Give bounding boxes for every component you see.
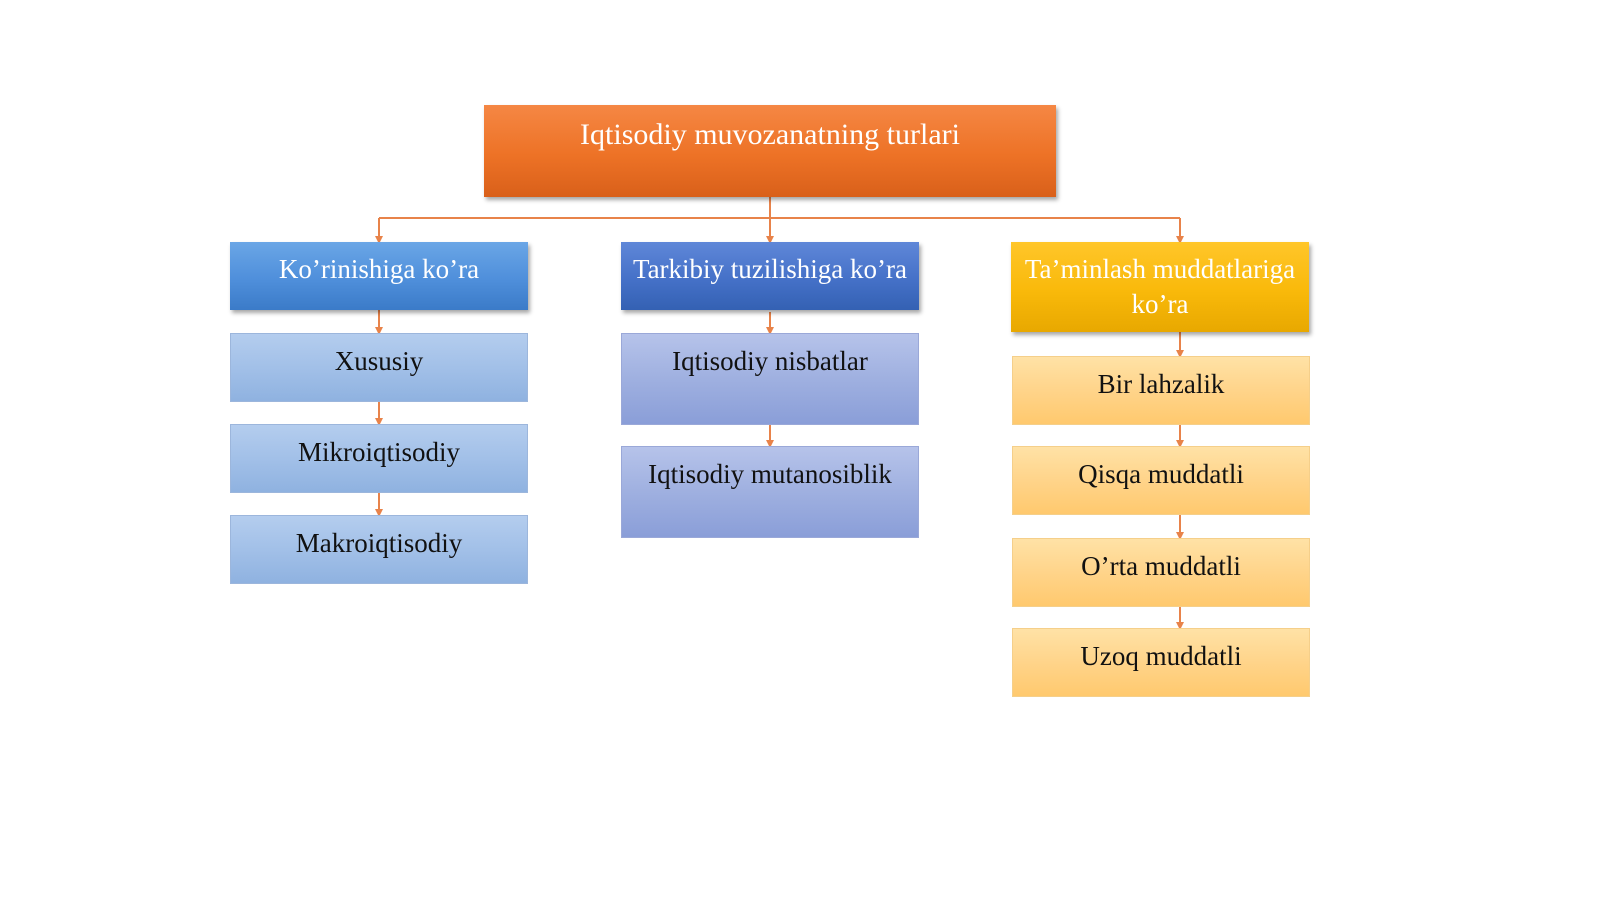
branch-2-item-2-label: Iqtisodiy mutanosiblik: [648, 459, 892, 489]
branch-2-header: Tarkibiy tuzilishiga ko’ra: [621, 242, 919, 310]
branch-3-item-1: Bir lahzalik: [1012, 356, 1310, 425]
branch-3-item-3-label: O’rta muddatli: [1081, 551, 1241, 581]
branch-3-item-2: Qisqa muddatli: [1012, 446, 1310, 515]
branch-1-item-2: Mikroiqtisodiy: [230, 424, 528, 493]
branch-2-item-2: Iqtisodiy mutanosiblik: [621, 446, 919, 538]
branch-3-item-2-label: Qisqa muddatli: [1078, 459, 1244, 489]
branch-3-item-4-label: Uzoq muddatli: [1080, 641, 1242, 671]
branch-1-item-2-label: Mikroiqtisodiy: [297, 437, 460, 467]
branch-1-header: Ko’rinishiga ko’ra: [230, 242, 528, 310]
branch-1-header-label: Ko’rinishiga ko’ra: [278, 254, 480, 284]
branch-3-item-4: Uzoq muddatli: [1012, 628, 1310, 697]
branch-2-header-label: Tarkibiy tuzilishiga ko’ra: [632, 254, 908, 284]
root-node: Iqtisodiy muvozanatning turlari: [484, 105, 1056, 197]
branch-1-item-3-label: Makroiqtisodiy: [295, 528, 463, 558]
branch-2-item-1: Iqtisodiy nisbatlar: [621, 333, 919, 425]
branch-3-header: Ta’minlash muddatlariga ko’ra: [1011, 242, 1309, 332]
branch-3-header-label: Ta’minlash muddatlariga ko’ra: [1024, 254, 1296, 319]
root-node-label: Iqtisodiy muvozanatning turlari: [580, 118, 960, 151]
branch-1-item-3: Makroiqtisodiy: [230, 515, 528, 584]
branch-1-item-1-label: Xususiy: [334, 346, 424, 376]
branch-2-item-1-label: Iqtisodiy nisbatlar: [672, 346, 868, 376]
branch-3-item-3: O’rta muddatli: [1012, 538, 1310, 607]
branch-3-item-1-label: Bir lahzalik: [1097, 369, 1225, 399]
branch-1-item-1: Xususiy: [230, 333, 528, 402]
